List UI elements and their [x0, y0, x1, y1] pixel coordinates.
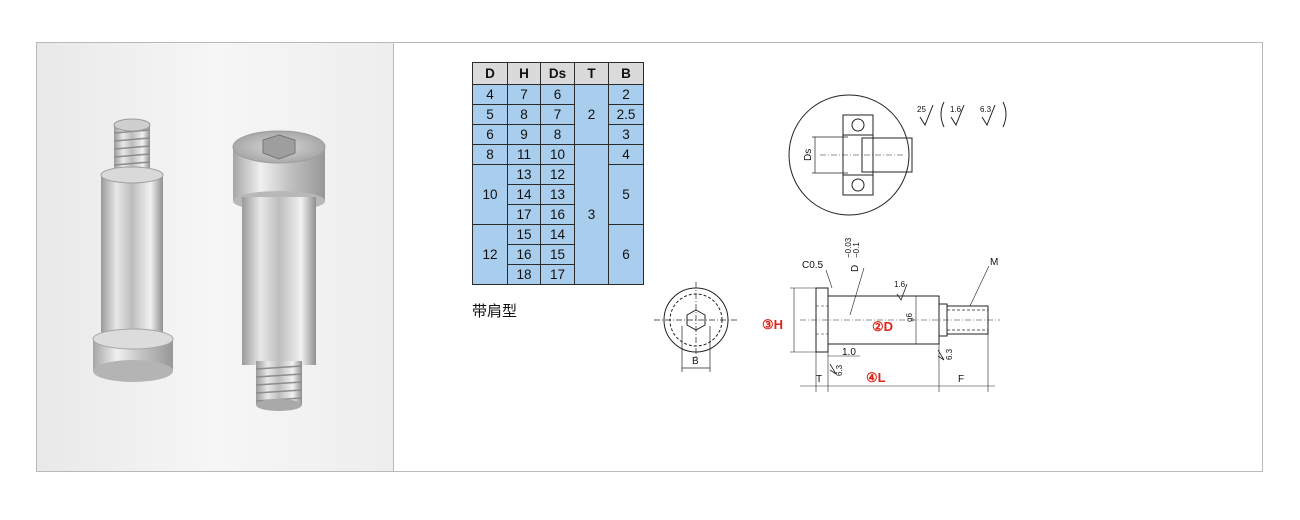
cell-h: 17	[507, 204, 541, 225]
shoulder-bolt-image	[92, 118, 326, 411]
cell-ds: 10	[540, 144, 575, 165]
t-label: T	[816, 374, 822, 385]
cell-h: 13	[507, 164, 541, 185]
table-row: 4 7 6 2 2	[472, 84, 644, 145]
cell-t: 2	[574, 84, 609, 145]
finish-end: 6.3	[945, 348, 954, 360]
cell-ds: 13	[540, 184, 575, 205]
table-row: 8 11 10 3 4	[472, 144, 644, 285]
callout-l: ④L	[866, 370, 886, 385]
tolerance-lower: −0.1	[852, 242, 861, 258]
tolerance-prefix: D	[850, 265, 861, 272]
cell-d: 8	[472, 144, 508, 165]
cell-t: 3	[574, 144, 609, 285]
cell-h: 8	[507, 104, 541, 125]
cell-b: 2.5	[608, 104, 644, 125]
header-b: B	[608, 62, 644, 85]
cell-ds: 16	[540, 204, 575, 225]
table-row: 14 13	[473, 184, 644, 205]
table-row: 17 16	[473, 204, 644, 225]
finish-head: 6.3	[835, 364, 844, 376]
spec-table: D H Ds T B 4 7 6 2 2 5 8 7 2.5 6 9 8 3 8	[472, 62, 644, 285]
roughness-25: 25	[917, 105, 926, 114]
cell-d: 12	[472, 224, 508, 285]
header-t: T	[574, 62, 609, 85]
cell-ds: 12	[540, 164, 575, 185]
cell-h: 9	[507, 124, 541, 145]
product-frame	[36, 42, 1263, 472]
tolerance-upper: −0.03	[844, 237, 853, 258]
ds-label: Ds	[803, 149, 814, 161]
cell-ds: 15	[540, 244, 575, 265]
bearing-detail-view	[788, 94, 913, 216]
cell-b: 6	[608, 224, 644, 285]
table-row: 16 15	[473, 244, 644, 265]
table-row: 18 17	[473, 264, 644, 285]
roughness-1-6: 1.6	[950, 105, 962, 114]
roughness-6-3: 6.3	[980, 105, 992, 114]
cell-b: 5	[608, 164, 644, 225]
thread-label: M	[990, 257, 998, 268]
product-photo	[37, 43, 394, 471]
fit-label: g6	[905, 313, 914, 322]
cell-ds: 8	[540, 124, 575, 145]
cell-d: 4	[472, 84, 508, 105]
table-row: 10 13 12 5	[472, 164, 644, 225]
head-end-view	[654, 282, 738, 372]
header-d: D	[472, 62, 508, 85]
f-label: F	[958, 374, 964, 385]
roughness-symbols	[919, 101, 1007, 128]
cell-ds: 7	[540, 104, 575, 125]
finish-shaft: 1.6	[894, 280, 906, 289]
cell-b: 4	[608, 144, 644, 165]
cell-b: 2	[608, 84, 644, 105]
cell-d: 5	[472, 104, 508, 125]
side-view	[790, 265, 1000, 392]
cell-ds: 17	[540, 264, 575, 285]
cell-h: 11	[507, 144, 541, 165]
type-label: 带肩型	[472, 302, 518, 320]
step-label: 1.0	[842, 347, 856, 358]
callout-d: ②D	[872, 319, 893, 334]
header-h: H	[507, 62, 541, 85]
table-row: 5 8 7 2.5	[472, 104, 644, 125]
chamfer-label: C0.5	[802, 260, 824, 271]
cell-ds: 14	[540, 224, 575, 245]
table-header-row: D H Ds T B	[472, 62, 644, 85]
header-ds: Ds	[540, 62, 575, 85]
table-row: 6 9 8 3	[472, 124, 644, 145]
cell-h: 7	[507, 84, 541, 105]
cell-b: 3	[608, 124, 644, 145]
table-row: 12 15 14 6	[472, 224, 644, 285]
callout-h: ③H	[762, 317, 783, 332]
b-label: B	[692, 356, 699, 367]
